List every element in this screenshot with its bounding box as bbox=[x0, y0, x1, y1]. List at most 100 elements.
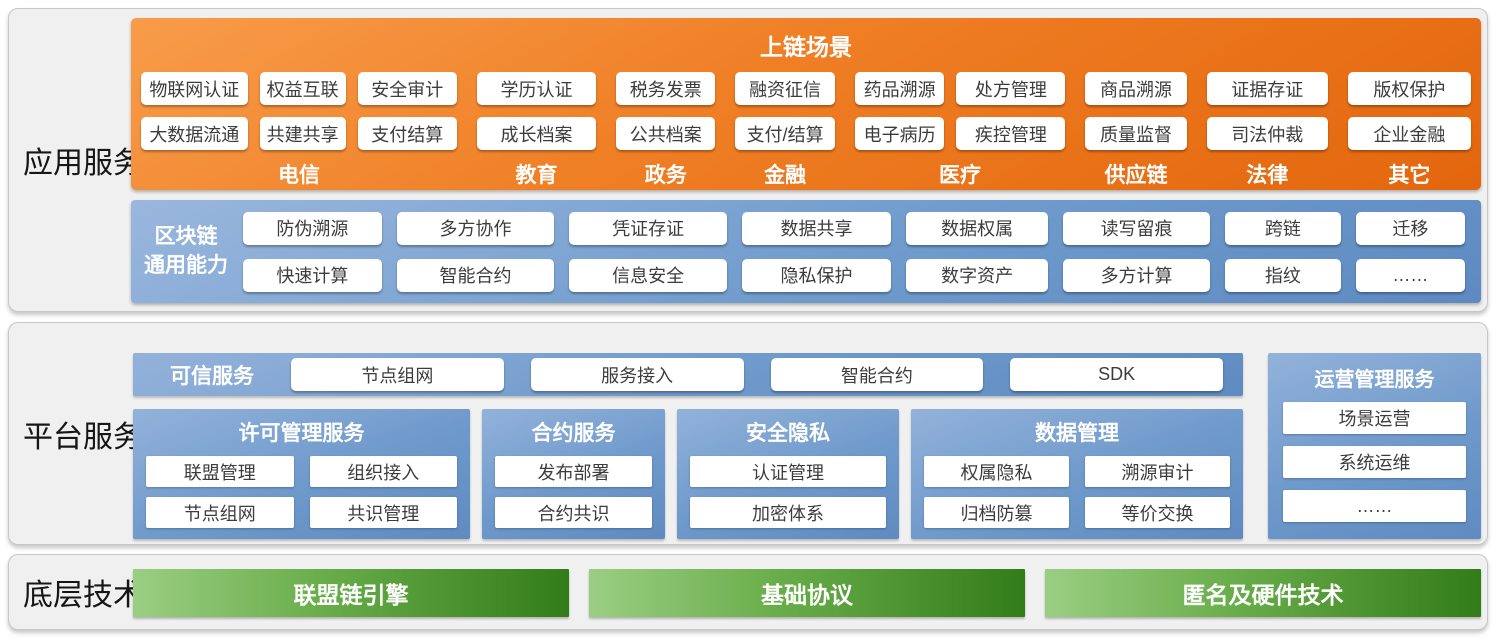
scenario-box: 支付结算 bbox=[357, 117, 457, 150]
scenario-columns: 学历认证 成长档案 bbox=[476, 72, 597, 150]
scenario-box: 融资征信 bbox=[735, 72, 835, 105]
scenario-column: 权益互联 共建共享 bbox=[259, 72, 346, 150]
onchain-scenarios-block: 上链场景 物联网认证 大数据流通 权益互联 共建共享 安全审计 bbox=[131, 18, 1481, 190]
scenario-column: 物联网认证 大数据流通 bbox=[141, 72, 248, 150]
scenario-box: 企业金融 bbox=[1347, 117, 1471, 150]
scenario-box: 商品溯源 bbox=[1085, 72, 1187, 105]
scenario-box: 成长档案 bbox=[476, 117, 597, 150]
group-title: 安全隐私 bbox=[746, 422, 830, 445]
scenario-box: 税务发票 bbox=[616, 72, 716, 105]
platform-item-box: 联盟管理 bbox=[146, 456, 294, 487]
scenario-column: 安全审计 支付结算 bbox=[357, 72, 457, 150]
data-management-group: 数据管理 权属隐私 溯源审计 归档防篡 等价交换 bbox=[911, 409, 1243, 539]
platform-item-box: 权属隐私 bbox=[924, 456, 1069, 487]
scenario-group-label: 政务 bbox=[644, 164, 687, 187]
scenario-column: 药品溯源 电子病历 bbox=[854, 72, 945, 150]
trusted-service-box: 智能合约 bbox=[770, 358, 984, 391]
scenario-box: 电子病历 bbox=[854, 117, 945, 150]
scenario-group-label: 医疗 bbox=[939, 164, 982, 187]
group-items: 发布部署 合约共识 bbox=[495, 456, 652, 528]
operations-management-panel: 运营管理服务 场景运营 系统运维 …… bbox=[1268, 353, 1481, 539]
scenario-group-finance: 融资征信 支付/结算 金融 bbox=[735, 72, 835, 189]
onchain-scenarios-title: 上链场景 bbox=[760, 34, 852, 60]
platform-item-box: 组织接入 bbox=[309, 456, 457, 487]
trusted-service-box: SDK bbox=[1010, 358, 1223, 391]
capabilities-label-line1: 区块链 bbox=[154, 225, 218, 249]
scenario-columns: 药品溯源 电子病历 处方管理 疾控管理 bbox=[854, 72, 1066, 150]
platform-item-box: 合约共识 bbox=[495, 497, 652, 528]
platform-item-box: 等价交换 bbox=[1085, 497, 1230, 528]
scenario-box: 学历认证 bbox=[476, 72, 597, 105]
onchain-scenario-groups: 物联网认证 大数据流通 权益互联 共建共享 安全审计 支付结算 电信 bbox=[131, 62, 1481, 189]
base-technology-panel: 底层技术 联盟链引擎 基础协议 匿名及硬件技术 bbox=[8, 554, 1488, 630]
scenario-box: 安全审计 bbox=[357, 72, 457, 105]
capability-box: 多方协作 bbox=[396, 211, 555, 245]
capability-box: 跨链 bbox=[1225, 211, 1341, 245]
trusted-services-bar: 可信服务 节点组网 服务接入 智能合约 SDK bbox=[133, 353, 1243, 396]
scenario-group-label: 教育 bbox=[515, 164, 558, 187]
base-tech-box: 基础协议 bbox=[589, 569, 1025, 617]
capabilities-grid: 防伪溯源 多方协作 凭证存证 数据共享 数据权属 读写留痕 跨链 迁移 快速计算… bbox=[241, 211, 1481, 292]
group-title: 数据管理 bbox=[1035, 422, 1119, 445]
security-privacy-group: 安全隐私 认证管理 加密体系 bbox=[677, 409, 899, 539]
scenario-group-label: 其它 bbox=[1388, 164, 1431, 187]
capability-box: 迁移 bbox=[1355, 211, 1465, 245]
scenario-box: 物联网认证 bbox=[141, 72, 248, 105]
scenario-group-label: 电信 bbox=[277, 164, 320, 187]
platform-groups: 许可管理服务 联盟管理 组织接入 节点组网 共识管理 合约服务 发布部署 合约共… bbox=[133, 409, 1243, 539]
scenario-group-telecom: 物联网认证 大数据流通 权益互联 共建共享 安全审计 支付结算 电信 bbox=[141, 72, 457, 189]
scenario-group-supplychain: 商品溯源 质量监督 供应链 bbox=[1085, 72, 1187, 189]
scenario-group-medical: 药品溯源 电子病历 处方管理 疾控管理 医疗 bbox=[854, 72, 1066, 189]
contract-services-group: 合约服务 发布部署 合约共识 bbox=[482, 409, 665, 539]
group-items: 权属隐私 溯源审计 归档防篡 等价交换 bbox=[924, 456, 1230, 528]
scenario-group-label: 金融 bbox=[764, 164, 807, 187]
scenario-column: 版权保护 企业金融 bbox=[1347, 72, 1471, 150]
scenario-box: 大数据流通 bbox=[141, 117, 248, 150]
scenario-box: 支付/结算 bbox=[735, 117, 835, 150]
group-items: 认证管理 加密体系 bbox=[690, 456, 886, 528]
base-tech-box: 联盟链引擎 bbox=[133, 569, 569, 617]
capability-box: 智能合约 bbox=[396, 258, 555, 292]
capability-box: 快速计算 bbox=[243, 258, 382, 292]
app-services-label: 应用服务 bbox=[23, 147, 143, 180]
group-title: 许可管理服务 bbox=[238, 422, 365, 445]
scenario-box: 共建共享 bbox=[259, 117, 346, 150]
blockchain-capabilities-block: 区块链 通用能力 防伪溯源 多方协作 凭证存证 数据共享 数据权属 读写留痕 跨… bbox=[131, 200, 1481, 303]
scenario-columns: 物联网认证 大数据流通 权益互联 共建共享 安全审计 支付结算 bbox=[141, 72, 457, 150]
trusted-service-box: 服务接入 bbox=[530, 358, 744, 391]
scenario-group-other: 版权保护 企业金融 其它 bbox=[1347, 72, 1471, 189]
blockchain-capabilities-label: 区块链 通用能力 bbox=[131, 223, 241, 280]
scenario-box: 司法仲裁 bbox=[1206, 117, 1328, 150]
capability-box: 信息安全 bbox=[569, 258, 727, 292]
platform-item-box: 发布部署 bbox=[495, 456, 652, 487]
operations-title: 运营管理服务 bbox=[1314, 369, 1435, 391]
scenario-column: 处方管理 疾控管理 bbox=[956, 72, 1066, 150]
scenario-group-law: 证据存证 司法仲裁 法律 bbox=[1206, 72, 1328, 189]
group-items: 联盟管理 组织接入 节点组网 共识管理 bbox=[146, 456, 457, 528]
app-services-panel: 应用服务 上链场景 物联网认证 大数据流通 权益互联 共建共享 bbox=[8, 8, 1488, 312]
operations-item-box: …… bbox=[1283, 490, 1466, 522]
scenario-group-government: 税务发票 公共档案 政务 bbox=[616, 72, 716, 189]
scenario-box: 证据存证 bbox=[1206, 72, 1328, 105]
scenario-column: 税务发票 公共档案 bbox=[616, 72, 716, 150]
scenario-box: 药品溯源 bbox=[854, 72, 945, 105]
platform-services-label: 平台服务 bbox=[23, 420, 143, 454]
group-title: 合约服务 bbox=[531, 422, 616, 445]
scenario-box: 权益互联 bbox=[259, 72, 346, 105]
operations-item-box: 场景运营 bbox=[1283, 402, 1466, 434]
base-technology-label: 底层技术 bbox=[23, 579, 143, 612]
capability-box: 多方计算 bbox=[1063, 258, 1211, 292]
scenario-box: 版权保护 bbox=[1347, 72, 1471, 105]
platform-item-box: 节点组网 bbox=[146, 497, 294, 528]
scenario-group-label: 供应链 bbox=[1104, 164, 1168, 187]
scenario-column: 学历认证 成长档案 bbox=[476, 72, 597, 150]
base-tech-box: 匿名及硬件技术 bbox=[1045, 569, 1481, 617]
capability-box: 隐私保护 bbox=[741, 258, 892, 292]
capability-box: 数据共享 bbox=[741, 211, 892, 245]
scenario-columns: 版权保护 企业金融 bbox=[1347, 72, 1471, 150]
capabilities-label-line2: 通用能力 bbox=[144, 253, 228, 277]
scenario-columns: 税务发票 公共档案 bbox=[616, 72, 716, 150]
platform-services-panel: 平台服务 可信服务 节点组网 服务接入 智能合约 SDK 许可管理服务 联盟管理… bbox=[8, 322, 1488, 545]
scenario-columns: 证据存证 司法仲裁 bbox=[1206, 72, 1328, 150]
